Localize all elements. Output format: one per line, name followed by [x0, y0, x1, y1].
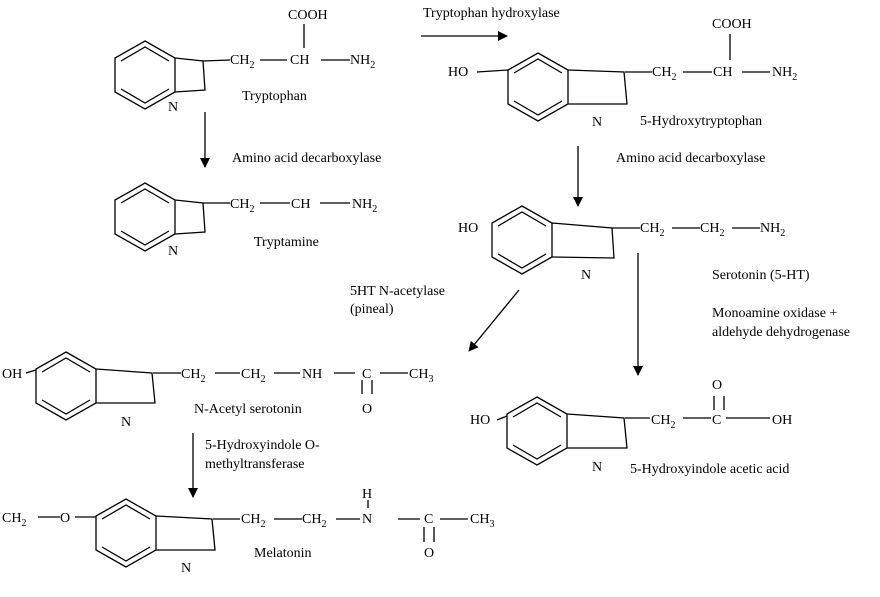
hiomt-label-2: methyltransferase: [205, 457, 305, 472]
svg-text:HO: HO: [448, 65, 468, 80]
svg-text:CH2: CH2: [2, 511, 26, 529]
tryptophan-structure: N CH2 CH NH2 COOH Tryptophan: [114, 8, 375, 115]
svg-text:COOH: COOH: [288, 8, 328, 23]
tryptamine-structure: N CH2 CH NH2 Tryptamine: [114, 182, 377, 259]
aa-decarboxylase-right-label: Amino acid decarboxylase: [616, 151, 765, 166]
svg-text:CH2: CH2: [640, 221, 664, 239]
svg-text:OH: OH: [772, 413, 792, 428]
tryptophan-hydroxylase-label: Tryptophan hydroxylase: [423, 6, 560, 21]
svg-text:CH2: CH2: [230, 53, 254, 71]
svg-text:CH2: CH2: [181, 367, 205, 385]
melatonin-structure: CH2 O N CH2 CH2 N H C CH3 O Melatonin: [2, 487, 494, 576]
svg-text:NH2: NH2: [772, 65, 797, 83]
svg-text:C: C: [362, 367, 371, 382]
indole-n-atom: N: [168, 100, 178, 115]
indole-benzene-ring: [114, 40, 176, 110]
svg-text:NH2: NH2: [350, 53, 375, 71]
svg-text:O: O: [424, 546, 434, 561]
svg-text:C: C: [424, 512, 433, 527]
svg-text:CH: CH: [713, 65, 732, 80]
svg-text:CH2: CH2: [230, 197, 254, 215]
nacetylase-arrow: [468, 289, 520, 352]
melatonin-label: Melatonin: [254, 546, 312, 561]
svg-text:CH3: CH3: [470, 512, 494, 530]
n-acetyl-serotonin-label: N-Acetyl serotonin: [194, 402, 302, 417]
svg-text:NH2: NH2: [352, 197, 377, 215]
svg-text:C: C: [712, 413, 721, 428]
svg-text:OH: OH: [2, 367, 22, 382]
mao-label-2: aldehyde dehydrogenase: [712, 325, 850, 340]
tryptamine-label: Tryptamine: [254, 235, 319, 250]
svg-text:N: N: [592, 115, 602, 130]
svg-text:CH2: CH2: [652, 65, 676, 83]
svg-text:HO: HO: [458, 221, 478, 236]
svg-text:CH2: CH2: [302, 512, 326, 530]
svg-text:CH3: CH3: [409, 367, 433, 385]
mao-label-1: Monoamine oxidase +: [712, 306, 837, 321]
indole-pyrrole-ring: [174, 57, 206, 93]
svg-text:COOH: COOH: [712, 17, 752, 32]
svg-text:CH2: CH2: [700, 221, 724, 239]
hydroxytryptophan-label: 5-Hydroxytryptophan: [640, 114, 762, 129]
svg-text:N: N: [181, 561, 191, 576]
svg-text:CH2: CH2: [241, 512, 265, 530]
aa-decarboxylase-left-label: Amino acid decarboxylase: [232, 151, 381, 166]
nacetylase-label-1: 5HT N-acetylase: [350, 284, 445, 299]
svg-text:O: O: [60, 511, 70, 526]
svg-text:O: O: [712, 378, 722, 393]
svg-text:CH: CH: [291, 197, 310, 212]
svg-text:N: N: [168, 244, 178, 259]
svg-text:N: N: [581, 268, 591, 283]
serotonin-label: Serotonin (5-HT): [712, 268, 810, 283]
nacetylase-label-2: (pineal): [350, 302, 394, 317]
svg-text:NH: NH: [302, 367, 322, 382]
svg-text:CH2: CH2: [651, 413, 675, 431]
hiaa-label: 5-Hydroxyindole acetic acid: [630, 462, 789, 477]
svg-text:N: N: [121, 415, 131, 430]
svg-text:NH2: NH2: [760, 221, 785, 239]
tryptophan-label: Tryptophan: [242, 89, 307, 104]
hiomt-label-1: 5-Hydroxyindole O-: [205, 438, 320, 453]
svg-text:CH: CH: [290, 53, 309, 68]
svg-text:H: H: [362, 487, 372, 502]
svg-text:CH2: CH2: [241, 367, 265, 385]
svg-text:HO: HO: [470, 413, 490, 428]
svg-text:O: O: [362, 402, 372, 417]
hydroxytryptophan-structure: HO N CH2 CH NH2 COOH 5-Hydroxytryptophan: [448, 17, 797, 130]
svg-text:N: N: [362, 512, 372, 527]
hiaa-structure: HO N CH2 C OH O 5-Hydroxyindole acetic a…: [470, 378, 792, 477]
n-acetyl-serotonin-structure: OH N CH2 CH2 NH C CH3 O N-Acetyl seroton…: [2, 351, 433, 430]
svg-text:N: N: [592, 460, 602, 475]
serotonin-structure: HO N CH2 CH2 NH2 Serotonin (5-HT): [458, 205, 810, 283]
